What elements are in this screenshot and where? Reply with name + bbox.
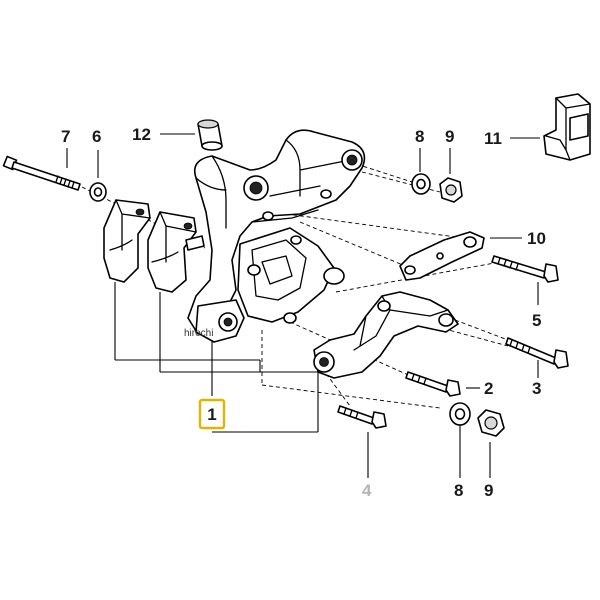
callout-8-top: 8 (415, 127, 424, 146)
part-4-bolt (337, 405, 387, 429)
part-5-bolt (491, 255, 559, 283)
callout-5: 5 (532, 311, 541, 330)
callout-9-top: 9 (445, 127, 454, 146)
part-12-bushing (197, 119, 223, 151)
part-8-washer-top (411, 173, 431, 195)
part-8-washer-bottom (449, 402, 471, 426)
part-9-nut-top (439, 177, 463, 203)
part-10-strap (399, 231, 485, 281)
callout-1: 1 (207, 405, 216, 424)
callout-1-highlight-box (198, 398, 226, 430)
callout-6: 6 (92, 127, 101, 146)
callout-8-bottom: 8 (454, 481, 463, 500)
part-3-bolt (505, 337, 569, 369)
part-1-main-bracket (187, 129, 366, 343)
part-7-long-bolt (2, 155, 81, 191)
callout-11: 11 (484, 129, 502, 148)
callout-7: 7 (61, 127, 70, 146)
part-11-clip (543, 93, 591, 161)
callout-3: 3 (532, 379, 541, 398)
part-6-washer (89, 182, 107, 202)
leader-lines (66, 133, 540, 478)
callout-10: 10 (527, 229, 546, 248)
lower-support-bracket (313, 291, 459, 379)
callout-2: 2 (484, 379, 493, 398)
clamp-block-outer (103, 199, 151, 283)
callout-12: 12 (132, 125, 151, 144)
callout-9-bottom: 9 (484, 481, 493, 500)
watermark-text: hirochi (184, 328, 213, 339)
callout-4: 4 (362, 481, 372, 500)
callout-labels: 1 2 3 4 5 6 7 8 8 9 9 10 11 12 (61, 125, 546, 500)
clamp-block-inner (147, 211, 205, 293)
part-9-nut-bottom (477, 409, 505, 437)
part-2-bolt (405, 371, 461, 397)
